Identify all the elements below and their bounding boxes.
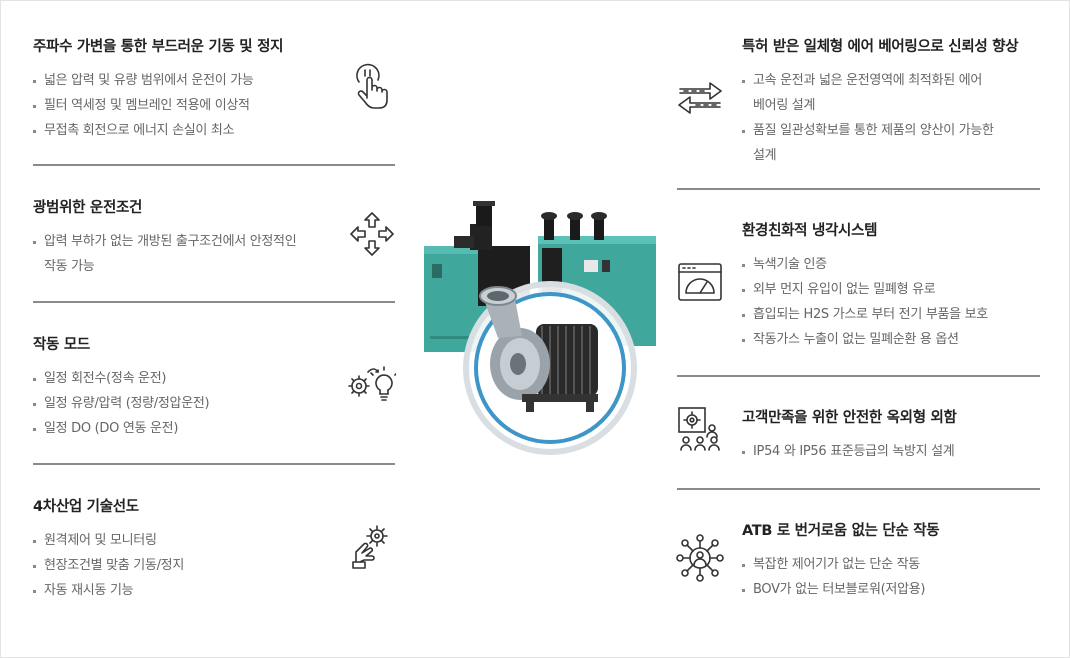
feature-item: IP54 와 IP56 표준등급의 녹방지 설계: [742, 439, 957, 464]
feature-title: 고객만족을 위한 안전한 옥외형 외함: [742, 410, 957, 426]
feature-title: 작동 모드: [33, 337, 90, 353]
hand-gear-icon: [350, 522, 394, 570]
feature-item: 복잡한 제어기가 없는 단순 작동: [742, 552, 939, 577]
feature-title: 환경친화적 냉각시스템: [742, 223, 878, 239]
feature-item: 넓은 압력 및 유량 범위에서 운전이 가능: [33, 68, 283, 93]
divider: [33, 164, 395, 166]
feature-soft-start: 주파수 가변을 통한 부드러운 기동 및 정지 넓은 압력 및 유량 범위에서 …: [33, 35, 283, 143]
feature-item: 작동 가능: [44, 259, 95, 274]
feature-operation-mode: 작동 모드 일정 회전수(정속 운전) 일정 유량/압력 (정량/정압운전) 일…: [33, 333, 210, 441]
divider: [33, 301, 395, 303]
feature-list: 넓은 압력 및 유량 범위에서 운전이 가능 필터 역세정 및 멤브레인 적용에…: [33, 68, 283, 143]
feature-title: 4차산업 기술선도: [33, 499, 139, 515]
feature-item: 품질 일관성확보를 통한 제품의 양산이 가능한: [742, 118, 1018, 143]
feature-item: 현장조건별 맞춤 기동/정지: [33, 553, 184, 578]
feature-item: 고속 운전과 넓은 운전영역에 최적화된 에어: [742, 68, 1018, 93]
feature-item: 일정 회전수(정속 운전): [33, 366, 209, 391]
feature-outdoor-enclosure: 고객만족을 위한 안전한 옥외형 외함 IP54 와 IP56 표준등급의 녹방…: [742, 406, 957, 464]
blower-product-image: [418, 196, 660, 456]
feature-cooling: 환경친화적 냉각시스템 녹색기술 인증 외부 먼지 유입이 없는 밀폐형 유로 …: [742, 219, 988, 352]
feature-item: 설계: [753, 148, 777, 163]
feature-list: 고속 운전과 넓은 운전영역에 최적화된 에어 베어링 설계 품질 일관성확보를…: [742, 68, 1018, 168]
gauge-window-icon: [677, 262, 723, 302]
feature-item: 흡입되는 H2S 가스로 부터 전기 부품을 보호: [742, 302, 988, 327]
feature-list: 압력 부하가 없는 개방된 출구조건에서 안정적인 작동 가능: [33, 229, 297, 279]
feature-title: ATB 로 번거로움 없는 단순 작동: [742, 523, 940, 539]
feature-list: IP54 와 IP56 표준등급의 녹방지 설계: [742, 439, 957, 464]
divider: [677, 375, 1040, 377]
feature-item: 자동 재시동 기능: [33, 578, 184, 603]
team-gear-icon: [676, 406, 724, 454]
feature-title: 특허 받은 일체형 에어 베어링으로 신뢰성 향상: [742, 39, 1019, 55]
user-network-icon: [676, 534, 724, 582]
expand-arrows-icon: [348, 210, 396, 258]
feature-item: 일정 DO (DO 연동 운전): [33, 416, 209, 441]
feature-item: 작동가스 누출이 없는 밀폐순환 용 옵션: [742, 327, 988, 352]
exchange-arrows-icon: [676, 78, 724, 114]
feature-item: 무접촉 회전으로 에너지 손실이 최소: [33, 118, 283, 143]
feature-item: 압력 부하가 없는 개방된 출구조건에서 안정적인: [33, 229, 297, 254]
feature-wide-conditions: 광범위한 운전조건 압력 부하가 없는 개방된 출구조건에서 안정적인 작동 가…: [33, 196, 297, 279]
divider: [677, 188, 1040, 190]
feature-atb-simple: ATB 로 번거로움 없는 단순 작동 복잡한 제어기가 없는 단순 작동 BO…: [742, 519, 940, 602]
feature-item: BOV가 없는 터보블로워(저압용): [742, 577, 939, 602]
divider: [677, 488, 1040, 490]
feature-item: 외부 먼지 유입이 없는 밀폐형 유로: [742, 277, 988, 302]
feature-item: 베어링 설계: [753, 98, 816, 113]
feature-title: 주파수 가변을 통한 부드러운 기동 및 정지: [33, 39, 284, 55]
feature-item: 필터 역세정 및 멤브레인 적용에 이상적: [33, 93, 283, 118]
feature-list: 복잡한 제어기가 없는 단순 작동 BOV가 없는 터보블로워(저압용): [742, 552, 939, 602]
feature-item: 일정 유량/압력 (정량/정압운전): [33, 391, 210, 416]
divider: [33, 463, 395, 465]
feature-list: 녹색기술 인증 외부 먼지 유입이 없는 밀폐형 유로 흡입되는 H2S 가스로…: [742, 252, 988, 352]
feature-item: 원격제어 및 모니터링: [33, 528, 184, 553]
feature-air-bearing: 특허 받은 일체형 에어 베어링으로 신뢰성 향상 고속 운전과 넓은 운전영역…: [742, 35, 1019, 168]
feature-industry-4: 4차산업 기술선도 원격제어 및 모니터링 현장조건별 맞춤 기동/정지 자동 …: [33, 495, 184, 603]
touch-hand-icon: [350, 60, 392, 110]
feature-list: 일정 회전수(정속 운전) 일정 유량/압력 (정량/정압운전) 일정 DO (…: [33, 366, 210, 441]
feature-title: 광범위한 운전조건: [33, 200, 143, 216]
gear-bulb-icon: [346, 364, 396, 404]
feature-item: 녹색기술 인증: [742, 252, 988, 277]
feature-list: 원격제어 및 모니터링 현장조건별 맞춤 기동/정지 자동 재시동 기능: [33, 528, 184, 603]
